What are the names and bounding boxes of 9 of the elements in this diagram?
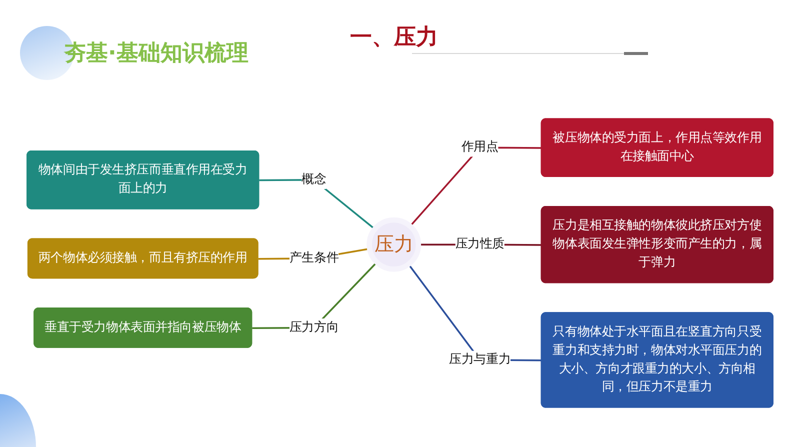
edge-label: 概念	[302, 172, 326, 186]
title: 一、压力	[350, 24, 438, 52]
edge-label: 压力性质	[455, 237, 504, 252]
edge-label: 产生条件	[289, 250, 339, 265]
node-circle: 压力	[366, 217, 422, 272]
edge-label: 压力方向	[289, 320, 339, 334]
edge-label: 作用点	[461, 140, 498, 154]
section-heading: 夯基·基础知识梳理	[64, 40, 248, 68]
edge-label: 压力与重力	[449, 352, 511, 367]
